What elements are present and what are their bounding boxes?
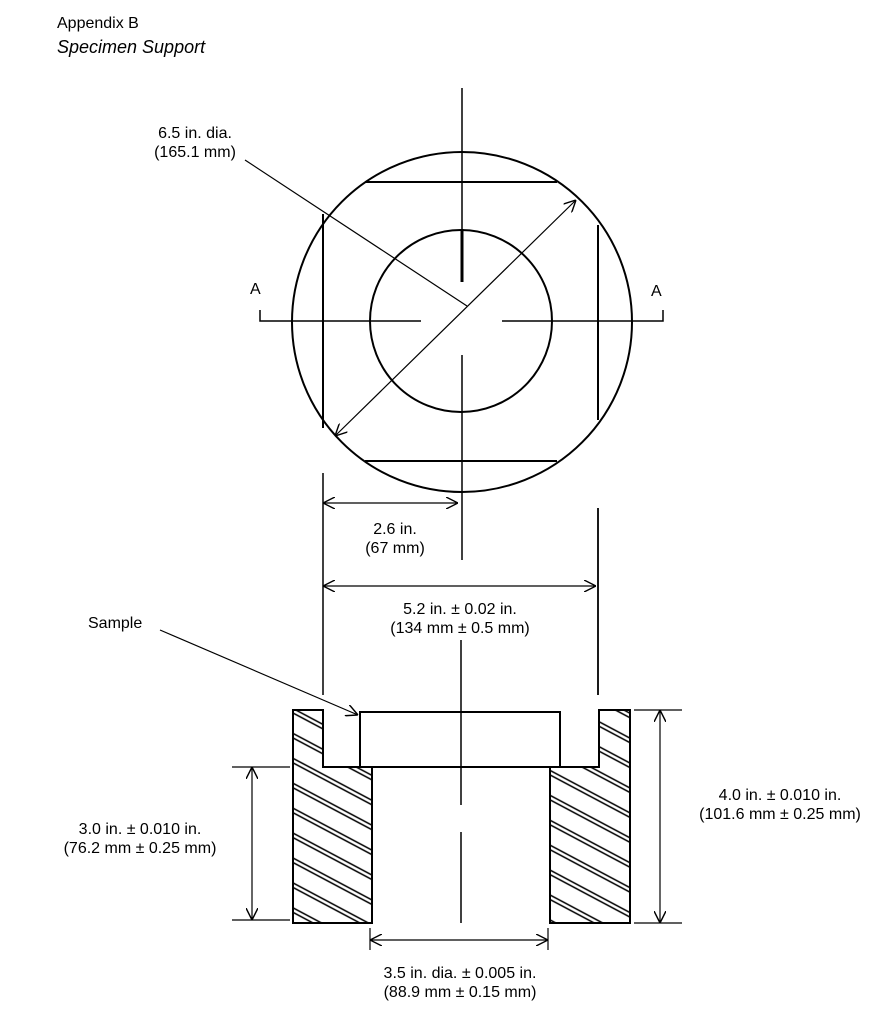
inner-height-mm: (76.2 mm ± 0.25 mm) xyxy=(63,840,217,857)
width-inches: 5.2 in. ± 0.02 in. xyxy=(403,601,517,618)
half-width-inches: 2.6 in. xyxy=(373,521,417,538)
page-title: Specimen Support xyxy=(57,37,206,57)
sample xyxy=(359,711,561,768)
inner-height-inches: 3.0 in. ± 0.010 in. xyxy=(78,821,202,838)
half-width-dimension: 2.6 in. (67 mm) xyxy=(345,520,445,558)
diameter-label: 6.5 in. dia. (165.1 mm) xyxy=(135,124,255,162)
section-marker-left: A xyxy=(250,281,261,298)
sample-label: Sample xyxy=(88,615,143,632)
section-view xyxy=(292,640,631,924)
bore-diameter-dimension: 3.5 in. dia. ± 0.005 in. (88.9 mm ± 0.15… xyxy=(350,964,570,1002)
inner-height-dimension: 3.0 in. ± 0.010 in. (76.2 mm ± 0.25 mm) xyxy=(40,820,240,858)
diameter-mm: (165.1 mm) xyxy=(154,144,236,161)
bore-diameter-mm: (88.9 mm ± 0.15 mm) xyxy=(383,984,537,1001)
total-height-mm: (101.6 mm ± 0.25 mm) xyxy=(699,806,861,823)
top-view xyxy=(244,88,664,560)
appendix-label: Appendix B xyxy=(57,15,139,32)
total-height-dimension: 4.0 in. ± 0.010 in. (101.6 mm ± 0.25 mm) xyxy=(680,786,880,824)
width-mm: (134 mm ± 0.5 mm) xyxy=(390,620,530,637)
total-height-inches: 4.0 in. ± 0.010 in. xyxy=(718,787,842,804)
bore-diameter-inches: 3.5 in. dia. ± 0.005 in. xyxy=(383,965,537,982)
half-width-mm: (67 mm) xyxy=(365,540,425,557)
diameter-inches: 6.5 in. dia. xyxy=(158,125,232,142)
section-marker-right: A xyxy=(651,283,662,300)
width-dimension: 5.2 in. ± 0.02 in. (134 mm ± 0.5 mm) xyxy=(360,600,560,638)
